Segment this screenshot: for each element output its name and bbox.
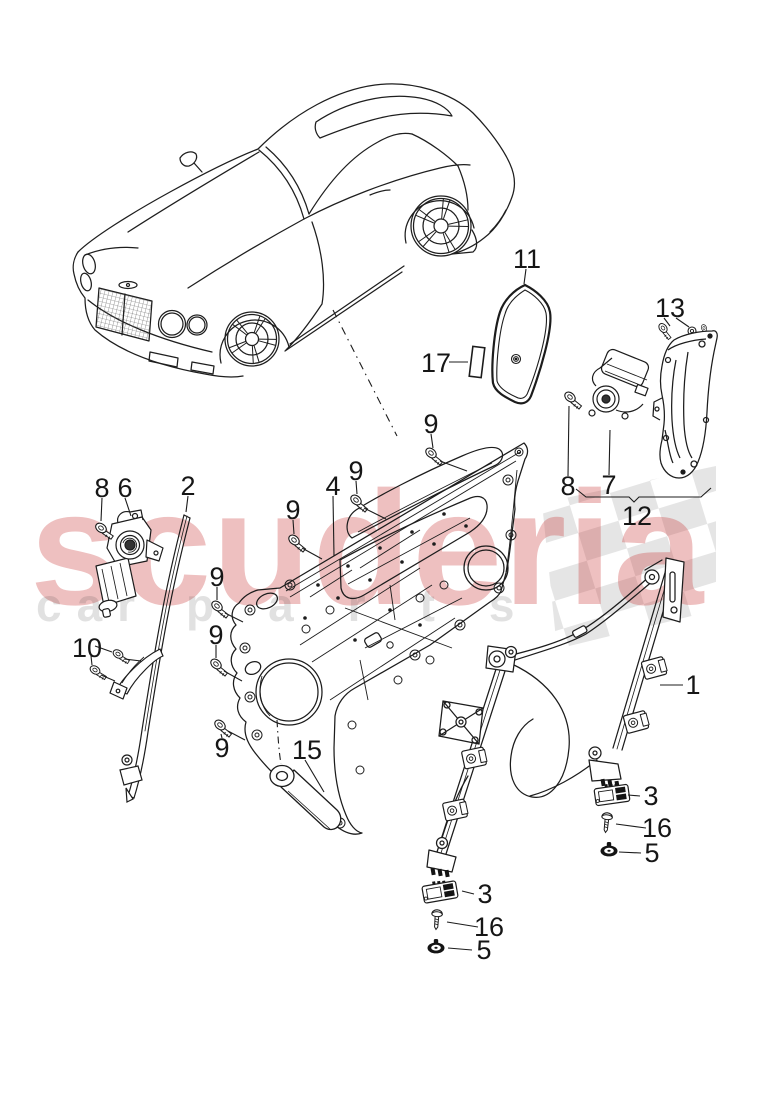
clamp-clip-part3-right [592, 780, 631, 807]
callout-number-13: 13 [655, 293, 685, 323]
callout-number-11: 11 [513, 244, 541, 274]
callout-number-5: 5 [476, 935, 491, 965]
callout-number-6: 6 [117, 473, 132, 503]
panel-screws-part9 [208, 445, 468, 741]
callout-number-4: 4 [325, 471, 340, 501]
callout-number-1: 1 [685, 670, 700, 700]
callout-number-9: 9 [209, 562, 224, 592]
door-locator-dashed-line [332, 309, 398, 437]
grommet-part5-right [600, 842, 618, 857]
callout-number-10: 10 [72, 633, 102, 663]
grommet-part5-bottom [427, 939, 445, 954]
callout-number-3: 3 [477, 879, 492, 909]
plug-locator-line [276, 719, 282, 765]
screw-part8-right [562, 389, 583, 410]
callout-number-9: 9 [285, 495, 300, 525]
clamp-clip-part3-bottom [420, 877, 459, 904]
adhesive-pad-part17 [468, 345, 486, 379]
callout-number-17: 17 [421, 348, 451, 378]
callout-number-8: 8 [560, 471, 575, 501]
callout-number-16: 16 [474, 912, 504, 942]
callout-number-16: 16 [642, 813, 672, 843]
callout-number-7: 7 [601, 470, 616, 500]
callout-number-2: 2 [180, 471, 195, 501]
window-seal-part11 [491, 283, 552, 405]
screw-part10-upper [110, 645, 131, 667]
callout-number-9: 9 [348, 456, 363, 486]
callout-number-9: 9 [208, 620, 223, 650]
callout-number-15: 15 [292, 735, 322, 765]
car-illustration [72, 83, 516, 378]
screw-part16-right [599, 811, 614, 834]
plug-part15 [269, 764, 342, 831]
grille [95, 280, 153, 342]
mount-bracket-part12 [652, 330, 718, 479]
callout-number-12: 12 [622, 501, 652, 531]
rail-bracket-part10 [109, 648, 164, 700]
callout-number-9: 9 [423, 409, 438, 439]
screw-part16-bottom [430, 908, 444, 931]
callout-number-5: 5 [644, 838, 659, 868]
window-motor-part7 [588, 348, 650, 420]
guide-rail-part2 [119, 514, 191, 803]
rear-wheel [410, 195, 472, 257]
door-carrier-panel-part4 [230, 442, 529, 835]
callout-number-8: 8 [94, 473, 109, 503]
callout-number-3: 3 [643, 781, 658, 811]
window-motor-part6 [95, 509, 164, 618]
screw-part10-lower [87, 661, 108, 683]
callout-number-9: 9 [214, 733, 229, 763]
